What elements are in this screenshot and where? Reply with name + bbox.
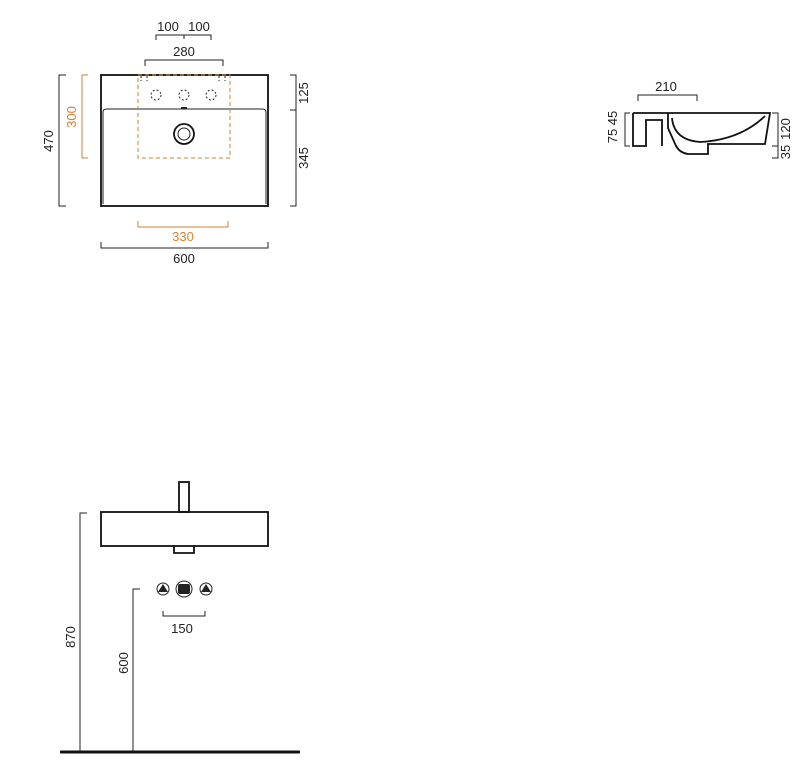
basin-section-wall	[632, 113, 663, 147]
dim-line	[624, 112, 630, 147]
dim-height: 120	[778, 118, 793, 140]
dim-bottom: 35	[778, 145, 793, 159]
valve-arrow	[158, 584, 168, 592]
basin-outline	[100, 74, 269, 207]
drain-front	[173, 546, 195, 554]
dim-basin-height: 870	[63, 626, 78, 648]
valve-icon	[199, 582, 213, 596]
dim-line	[58, 74, 66, 207]
dim-line	[155, 34, 212, 40]
basin-front	[100, 511, 269, 547]
dim-depth: 470	[41, 130, 56, 152]
tap-hole-icon	[178, 89, 190, 101]
dim-bowl: 345	[296, 147, 311, 169]
dim-left: 75 45	[605, 111, 620, 144]
dim-spacing-left: 100	[157, 19, 179, 34]
dim-supply-height: 600	[116, 652, 131, 674]
top-view: 100 100 280 470 300 125 345 330 600	[41, 19, 311, 266]
dim-line	[100, 242, 269, 249]
dim-deck: 125	[296, 82, 311, 104]
waste-outlet-fill	[178, 584, 190, 594]
dim-zone: 300	[64, 106, 79, 128]
basin-section	[633, 112, 772, 155]
dim-width: 600	[173, 251, 195, 266]
dim-spacing-right: 100	[188, 19, 210, 34]
bowl-curve	[671, 115, 766, 143]
dim-line	[772, 112, 779, 159]
dim-line	[290, 74, 297, 207]
valve-arrow	[201, 584, 211, 592]
supply-valves	[156, 580, 213, 598]
dim-line	[162, 611, 206, 617]
dim-line	[132, 588, 140, 752]
tap-hole-icon	[205, 89, 217, 101]
overflow	[181, 107, 187, 109]
dim-holes: 280	[173, 44, 195, 59]
dim-line	[137, 221, 229, 228]
side-view: 210 75 45 120 35	[605, 79, 793, 159]
mount-zone	[137, 74, 231, 159]
front-view: 150 870 600	[60, 481, 300, 754]
drain-icon	[173, 123, 195, 145]
tap-holes	[140, 76, 226, 101]
dim-line	[144, 59, 224, 66]
dim-bowl-depth: 210	[655, 79, 677, 94]
dim-line	[81, 74, 88, 159]
waste-outlet-icon	[175, 580, 193, 598]
dim-zone-width: 330	[172, 229, 194, 244]
dim-line	[637, 94, 698, 101]
dim-supply-spacing: 150	[171, 621, 193, 636]
dim-line	[79, 512, 87, 752]
tap-hole-icon	[150, 89, 162, 101]
faucet-icon	[178, 481, 190, 513]
drain-inner	[177, 127, 191, 141]
valve-icon	[156, 582, 170, 596]
